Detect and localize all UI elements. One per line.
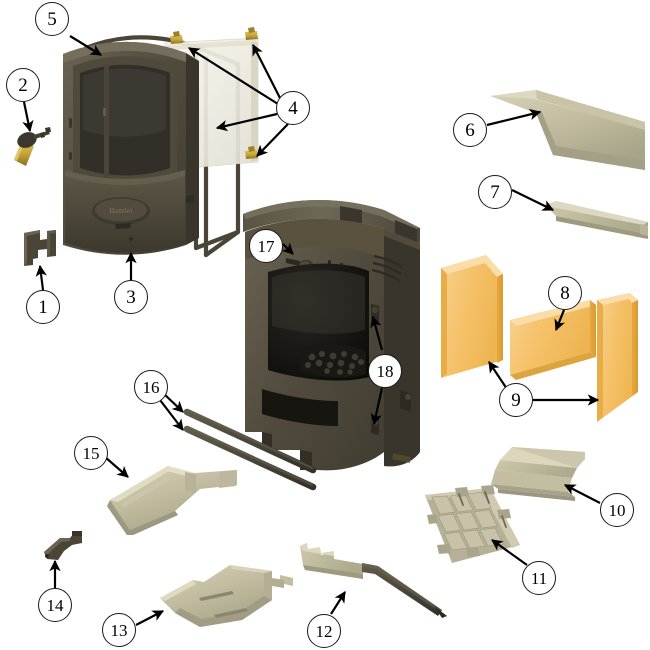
leader-4d (256, 123, 289, 157)
part-12-riddling-bar (300, 543, 447, 618)
callout-14-operating-lever[interactable]: 14 (38, 588, 72, 622)
leader-13 (135, 610, 165, 626)
part-13-ash-pan (160, 565, 293, 627)
callout-label: 18 (376, 361, 394, 381)
callout-16-guide-rails[interactable]: 16 (134, 370, 168, 404)
leader-18b (370, 387, 384, 426)
leader-12 (330, 591, 346, 615)
part-7-baffle-retainer (545, 201, 648, 239)
part-14-operating-lever (44, 531, 82, 560)
callout-label: 2 (18, 74, 28, 96)
callout-13-ash-pan[interactable]: 13 (102, 613, 136, 647)
callout-6-baffle-plate[interactable]: 6 (453, 113, 487, 147)
leader-2 (22, 101, 34, 133)
leader-16a (162, 392, 184, 413)
leader-11 (491, 539, 528, 566)
callout-label: 12 (315, 621, 333, 641)
leader-4a (188, 47, 279, 105)
callout-label: 13 (110, 620, 128, 640)
callout-12-riddling-bar[interactable]: 12 (307, 614, 341, 648)
leader-18a (370, 315, 384, 351)
callout-1-glass-retaining-clip[interactable]: 1 (26, 290, 60, 324)
part-10-front-retaining-bar (491, 447, 585, 501)
callout-5-door-rope-seal[interactable]: 5 (35, 2, 69, 36)
part-16-guide-rails (183, 408, 317, 491)
leader-6 (486, 108, 542, 127)
callout-3-door-assembly[interactable]: 3 (114, 280, 148, 314)
callout-9-side-bricks[interactable]: 9 (499, 383, 533, 417)
callout-7-baffle-retainer[interactable]: 7 (478, 175, 512, 209)
part-2-door-handle-tool (14, 127, 51, 166)
callout-label: 9 (511, 389, 521, 411)
callout-label: 8 (560, 282, 570, 304)
part-15-ash-pan-tray (107, 466, 237, 535)
leader-15 (104, 456, 129, 478)
leader-5 (69, 35, 102, 56)
leader-16b (159, 399, 184, 431)
callout-11-grate[interactable]: 11 (522, 561, 556, 595)
leader-17 (281, 242, 294, 255)
part-3-door-assembly: Hamlet (63, 41, 199, 255)
callout-label: 15 (82, 443, 100, 463)
part-1-glass-retaining-clip (24, 230, 56, 266)
part-9-side-brick-left (441, 255, 503, 378)
part-stove-body (243, 199, 420, 471)
callout-label: 6 (465, 119, 475, 141)
callout-label: 5 (47, 8, 57, 30)
leader-10 (563, 484, 601, 504)
callout-label: 17 (257, 236, 275, 256)
leader-4c (215, 112, 278, 132)
callout-4-glass-clips[interactable]: 4 (276, 91, 310, 125)
callout-label: 10 (608, 500, 626, 520)
callout-label: 1 (38, 296, 48, 318)
callout-17-air-control-knob[interactable]: 17 (249, 229, 283, 263)
fuel-bed (300, 344, 366, 378)
callout-label: 11 (530, 568, 548, 588)
callout-label: 7 (490, 181, 500, 203)
callout-label: 14 (46, 595, 64, 615)
callout-label: 4 (288, 97, 298, 119)
callout-8-rear-brick[interactable]: 8 (548, 276, 582, 310)
part-9-side-brick-right (597, 293, 638, 422)
callout-18-door-hinges[interactable]: 18 (368, 354, 402, 388)
callout-2-door-handle-tool[interactable]: 2 (6, 68, 40, 102)
leader-7 (511, 189, 555, 211)
callout-label: 16 (142, 377, 160, 397)
leader-1 (35, 264, 47, 291)
leader-8 (554, 309, 566, 332)
svg-text:Hamlet: Hamlet (109, 207, 133, 215)
callout-10-front-bar[interactable]: 10 (600, 493, 634, 527)
callout-label: 3 (126, 286, 136, 308)
leader-4b (252, 43, 282, 101)
callout-15-ash-pan-tray[interactable]: 15 (74, 436, 108, 470)
glass-clips (170, 27, 258, 165)
